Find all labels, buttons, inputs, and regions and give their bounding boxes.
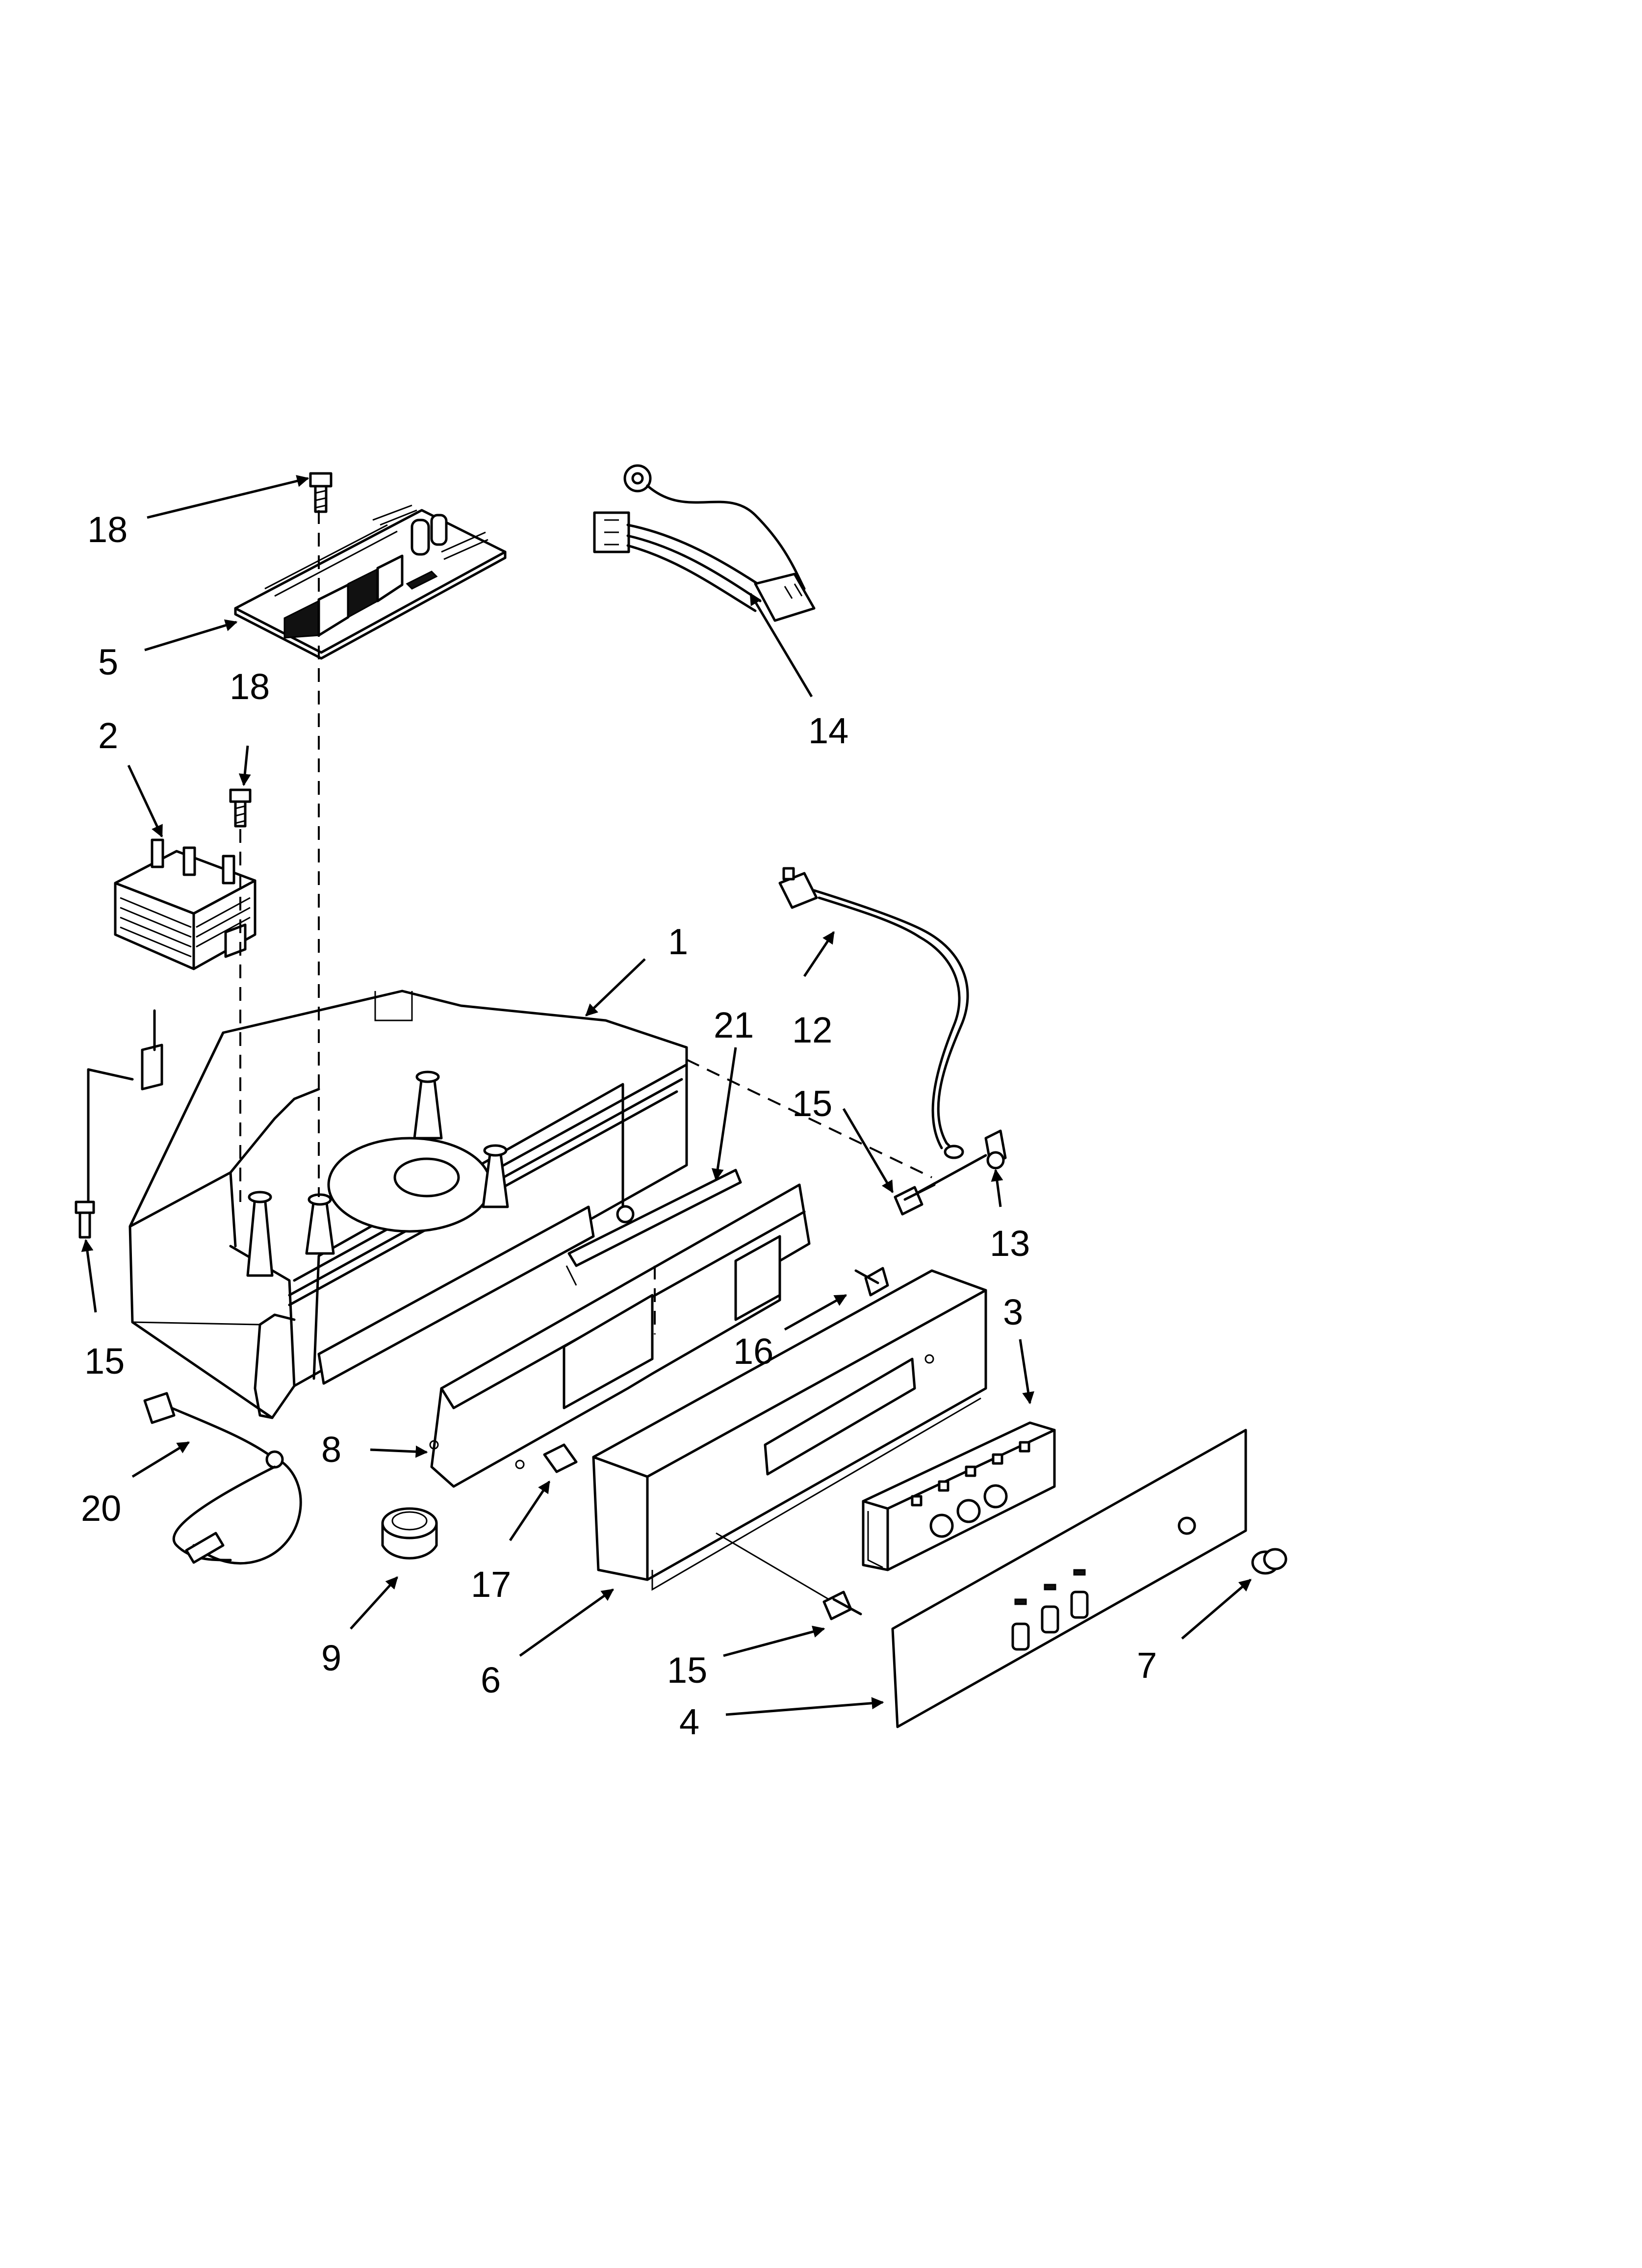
part-7-knob xyxy=(1251,1548,1287,1575)
part-5-control-board xyxy=(234,504,507,660)
callout-15-left: 15 xyxy=(84,1341,125,1382)
part-20-sensor-harness xyxy=(143,1392,302,1565)
callout-17: 17 xyxy=(471,1564,511,1605)
callout-21: 21 xyxy=(714,1005,754,1045)
part-13-ground-clip xyxy=(908,1129,1007,1199)
part-15-screw-left xyxy=(75,1200,95,1239)
part-14-wire-harness xyxy=(593,464,816,622)
part-18-screw-top xyxy=(309,472,333,513)
callout-3: 3 xyxy=(1003,1292,1023,1332)
callout-18-mid: 18 xyxy=(230,666,270,707)
part-16-screw xyxy=(854,1267,889,1297)
leader-arrows xyxy=(81,475,1252,1716)
callout-16: 16 xyxy=(733,1331,773,1372)
part-18-screw-mid xyxy=(229,788,252,828)
callout-13: 13 xyxy=(990,1223,1030,1264)
callout-6: 6 xyxy=(481,1660,501,1700)
part-15-screw-bottom xyxy=(822,1590,862,1620)
callout-12: 12 xyxy=(792,1010,832,1050)
part-12-wire-harness xyxy=(778,867,969,1159)
part-8-bracket xyxy=(429,1183,811,1488)
part-4-overlay xyxy=(891,1429,1247,1728)
alignment-lines xyxy=(239,510,932,1600)
callout-18-top: 18 xyxy=(87,509,128,550)
part-9-plug xyxy=(381,1507,438,1560)
callout-15-right: 15 xyxy=(792,1083,832,1124)
callout-7: 7 xyxy=(1137,1645,1157,1686)
callout-5: 5 xyxy=(98,642,118,682)
part-15-screw-right xyxy=(894,1183,936,1216)
callout-8: 8 xyxy=(321,1429,341,1470)
part-6-front-panel xyxy=(592,1269,987,1591)
callout-1: 1 xyxy=(668,921,688,962)
callout-9: 9 xyxy=(321,1638,341,1678)
part-1-base-housing xyxy=(87,990,688,1419)
callout-14: 14 xyxy=(808,710,848,751)
part-21-strip xyxy=(565,1169,742,1286)
callout-2: 2 xyxy=(98,715,118,756)
part-17-clip xyxy=(543,1443,578,1473)
part-2-transformer xyxy=(114,838,257,970)
part-3-control-module xyxy=(862,1421,1056,1571)
callout-4: 4 xyxy=(679,1701,699,1742)
callout-labels: 18 5 18 2 14 1 21 12 15 13 15 16 3 8 20 … xyxy=(81,509,1157,1742)
callout-20: 20 xyxy=(81,1488,121,1529)
callout-15-bottom: 15 xyxy=(667,1650,707,1691)
